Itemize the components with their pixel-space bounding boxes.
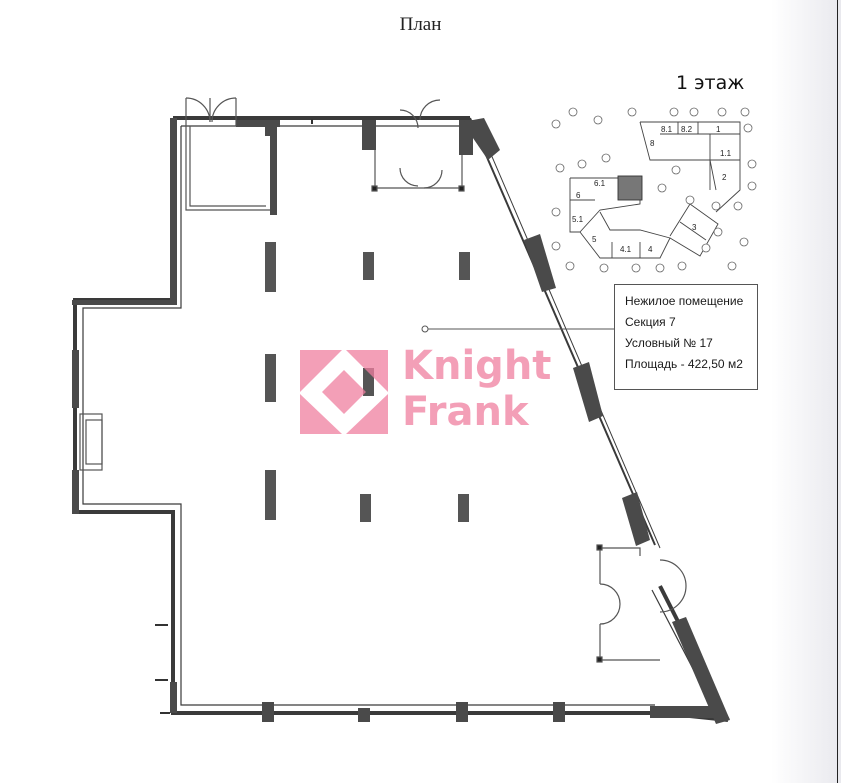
wall-segments <box>72 118 730 724</box>
columns <box>265 242 470 522</box>
logo-wordmark: Knight Frank <box>402 343 551 435</box>
floor-label: 1 этаж <box>676 72 745 94</box>
key-unit-label: 4.1 <box>620 245 632 254</box>
logo-line-2: Frank <box>402 389 529 435</box>
premises-type: Нежилое помещение <box>625 294 744 308</box>
left-window <box>79 413 103 471</box>
logo-mark <box>300 350 388 434</box>
top-doors <box>371 99 465 192</box>
page-edge-shadow <box>771 0 841 783</box>
key-unit-label: 5 <box>592 235 597 244</box>
premises-section: Секция 7 <box>625 315 676 329</box>
key-unit-label: 2 <box>722 173 727 182</box>
key-unit-label: 3 <box>692 223 697 232</box>
key-unit-label: 8 <box>650 139 655 148</box>
vestibule <box>185 97 270 211</box>
wall-ticks <box>155 119 313 714</box>
key-unit-label: 6 <box>576 191 581 200</box>
key-unit-label: 1 <box>716 125 721 134</box>
page-title: План <box>399 14 442 35</box>
side-entrance <box>596 544 687 663</box>
key-plan-labels: 8.1 8.2 1 8 1.1 2 6.1 6 5.1 5 4.1 4 3 <box>572 125 732 254</box>
key-unit-label: 6.1 <box>594 179 606 188</box>
key-plan <box>551 107 757 273</box>
page-edge-line <box>837 0 838 783</box>
logo-line-1: Knight <box>402 343 552 389</box>
key-unit-label: 1.1 <box>720 149 732 158</box>
key-unit-label: 8.2 <box>681 125 693 134</box>
key-unit-label: 4 <box>648 245 653 254</box>
key-unit-label: 5.1 <box>572 215 584 224</box>
key-unit-label: 8.1 <box>661 125 673 134</box>
premises-number: Условный № 17 <box>625 336 713 350</box>
premises-info-box: Нежилое помещение Секция 7 Условный № 17… <box>614 284 758 390</box>
premises-area: Площадь - 422,50 м2 <box>625 357 743 371</box>
leader-line <box>421 325 614 333</box>
